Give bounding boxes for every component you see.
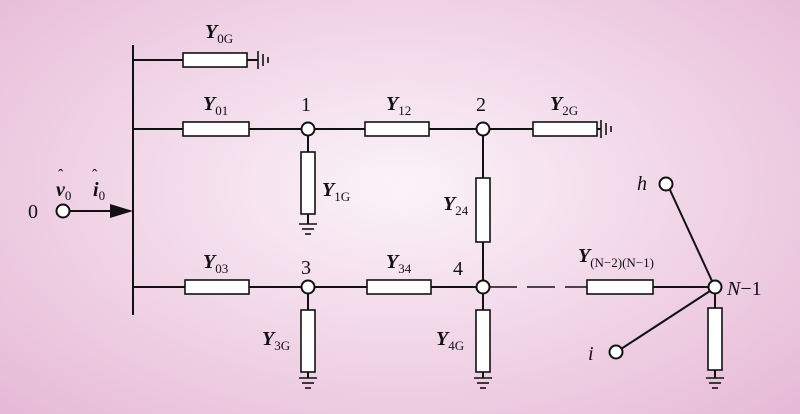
hat-icon-v0: ˆ	[58, 167, 64, 184]
ground-icon-y1g	[299, 223, 317, 235]
ground-icon-y3g	[299, 377, 317, 389]
wire-h-to-nodeN	[669, 189, 713, 282]
label-y24: Y24	[443, 193, 469, 218]
resistor-yn[interactable]	[586, 279, 654, 295]
resistor-y2g[interactable]	[532, 121, 598, 137]
node-0[interactable]	[55, 203, 71, 219]
resistor-y12[interactable]	[364, 121, 430, 137]
wire-i-to-nodeN	[620, 290, 711, 350]
node-4[interactable]	[475, 279, 491, 295]
ground-icon-y2g	[600, 120, 612, 138]
node-2[interactable]	[475, 121, 491, 137]
hat-icon-i0: ˆ	[92, 167, 98, 184]
label-y01: Y01	[203, 93, 228, 118]
resistor-y1g[interactable]	[300, 151, 316, 215]
node-3[interactable]	[300, 279, 316, 295]
node-h[interactable]	[658, 176, 674, 192]
label-node-3: 3	[301, 257, 311, 279]
label-current-i0: i0	[93, 179, 105, 203]
resistor-y01[interactable]	[182, 121, 250, 137]
node-i[interactable]	[608, 344, 624, 360]
label-y34: Y34	[386, 251, 412, 276]
resistor-nodeN-shunt[interactable]	[707, 307, 723, 371]
ground-icon-y4g	[474, 377, 492, 389]
node-N-1[interactable]	[707, 279, 723, 295]
label-y1g: Y1G	[322, 179, 350, 204]
ground-icon-nodeN	[706, 377, 724, 389]
label-y12: Y12	[386, 93, 411, 118]
label-yn: Y(N−2)(N−1)	[578, 245, 654, 270]
node-1[interactable]	[300, 121, 316, 137]
current-arrow-icon	[110, 204, 133, 218]
ground-icon-y0g	[257, 51, 269, 69]
resistor-y0g[interactable]	[182, 52, 248, 68]
resistor-y34[interactable]	[366, 279, 432, 295]
label-node-2: 2	[476, 94, 486, 116]
label-y0g: Y0G	[205, 21, 233, 46]
label-terminal-0: 0	[28, 201, 38, 223]
resistor-y3g[interactable]	[300, 309, 316, 373]
label-y2g: Y2G	[550, 93, 578, 118]
label-node-N-1: N−1	[726, 278, 762, 300]
label-node-4: 4	[453, 258, 463, 280]
resistor-y4g[interactable]	[475, 309, 491, 373]
label-node-h: h	[637, 173, 647, 195]
label-y4g: Y4G	[436, 328, 464, 353]
resistor-y24[interactable]	[475, 177, 491, 243]
resistor-y03[interactable]	[184, 279, 250, 295]
label-y3g: Y3G	[262, 328, 290, 353]
label-node-1: 1	[301, 94, 311, 116]
label-node-i: i	[588, 343, 594, 365]
label-y03: Y03	[203, 251, 228, 276]
label-voltage-v0: v0	[56, 179, 71, 203]
